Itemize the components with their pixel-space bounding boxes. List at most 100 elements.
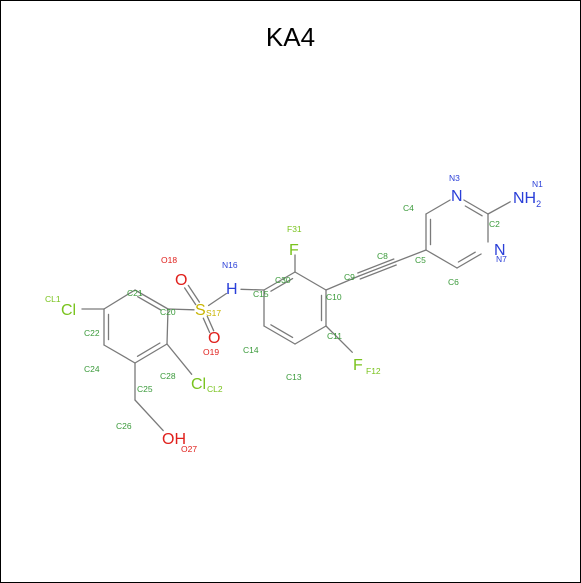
atom-symbol-subscript: 2 (536, 199, 541, 209)
atom-symbol: O (175, 272, 187, 289)
atom-symbol: NH2 (513, 190, 541, 209)
bond-line-inner (270, 324, 294, 339)
atom-C25: C25 (137, 384, 153, 394)
atom-index-label: C11 (327, 331, 342, 341)
atom-index-label: C4 (403, 203, 414, 213)
bond-C21-C22 (103, 289, 136, 310)
atom-index-label: C6 (448, 277, 459, 287)
bond-S17-O19 (202, 315, 215, 334)
bond-line (325, 275, 360, 291)
bond-line (207, 292, 228, 307)
atom-index-label: S17 (206, 308, 221, 318)
bond-line (167, 308, 195, 311)
atom-index-label: C22 (84, 328, 100, 338)
bond-line (456, 253, 482, 269)
atom-C9: C9 (344, 272, 355, 282)
bond-C28-CL2 (166, 343, 193, 375)
bond-C15-N16 (240, 288, 265, 291)
atom-index-label: C5 (415, 255, 426, 265)
bond-line-second (183, 287, 197, 306)
atom-index-label: C30 (275, 275, 291, 285)
bond-line (463, 199, 489, 215)
atom-index-label: N16 (222, 260, 238, 270)
atom-C13: C13 (286, 372, 302, 382)
atom-index-label: O19 (203, 347, 219, 357)
atom-index-label: C15 (253, 289, 269, 299)
atom-index-label: F12 (366, 366, 381, 376)
bond-line (187, 284, 201, 303)
atom-C28: C28 (160, 371, 176, 381)
atom-symbol: N (451, 188, 463, 205)
atom-index-label: C21 (127, 288, 143, 298)
bond-line-lower (359, 264, 397, 280)
bond-N3-C4 (425, 199, 451, 215)
atom-C22: C22 (84, 328, 100, 338)
bond-N16-S17 (207, 292, 228, 307)
atom-index-label: CL2 (207, 384, 223, 394)
bond-S17-O18 (183, 284, 201, 306)
bond-line (166, 308, 169, 345)
atom-N3: N N3 (449, 173, 463, 205)
bond-C28-C20 (166, 308, 169, 345)
bond-C6-N7 (456, 251, 482, 269)
atom-index-label: C26 (116, 421, 132, 431)
atom-C15: C15 (253, 289, 269, 299)
atom-symbol: F (353, 357, 363, 374)
bond-line (240, 288, 265, 291)
bond-line-second (206, 315, 215, 332)
atom-C30: C30 (275, 275, 291, 285)
bond-C5-C6 (425, 249, 458, 269)
bond-S17-C20 (167, 308, 195, 311)
atom-index-label: F31 (287, 224, 302, 234)
atom-index-label: O27 (181, 444, 197, 454)
atom-C5: C5 (415, 255, 426, 265)
atom-C8: C8 (377, 251, 388, 261)
bond-C30-C10 (294, 271, 327, 291)
bond-C11-C13 (294, 325, 327, 345)
atom-symbol: F (289, 242, 299, 259)
atom-C14: C14 (243, 345, 259, 355)
atom-symbol: O (208, 330, 220, 347)
atom-C26: C26 (116, 421, 132, 431)
bond-line (202, 317, 211, 334)
bond-C15-C30 (263, 271, 296, 292)
bond-line-inner (457, 251, 476, 263)
bond-N1-C2 (487, 201, 511, 215)
atom-index-label: C8 (377, 251, 388, 261)
atom-index-label: CL1 (45, 294, 61, 304)
bond-C4-C5 (425, 213, 432, 251)
atom-index-label: C14 (243, 345, 259, 355)
atom-C10: C10 (326, 292, 342, 302)
atom-symbol: S (195, 302, 206, 319)
atom-index-label: C20 (160, 307, 176, 317)
atom-C11: C11 (327, 331, 342, 341)
bond-line-inner (136, 342, 161, 357)
bond-C25-C28 (134, 342, 168, 364)
atom-index-label: N3 (449, 173, 460, 183)
atom-index-label: C28 (160, 371, 176, 381)
atom-symbol: H (226, 281, 238, 298)
atom-F31: F F31 (287, 224, 302, 259)
bond-C24-C25 (103, 344, 136, 364)
bond-line (487, 201, 511, 215)
bond-line (294, 271, 327, 291)
bond-C13-C14 (263, 324, 296, 345)
atom-index-label: N7 (496, 254, 507, 264)
bond-line (134, 343, 168, 364)
bond-line-inner (464, 205, 483, 217)
atom-C4: C4 (403, 203, 414, 213)
atom-N7: NN7 (494, 242, 507, 264)
atom-symbol: Cl (191, 376, 206, 393)
atom-C6: C6 (448, 277, 459, 287)
bond-line (134, 399, 164, 432)
bond-C9-C10 (325, 275, 360, 291)
atom-index-label: C13 (286, 372, 302, 382)
atom-N16: H N16 (222, 260, 238, 298)
